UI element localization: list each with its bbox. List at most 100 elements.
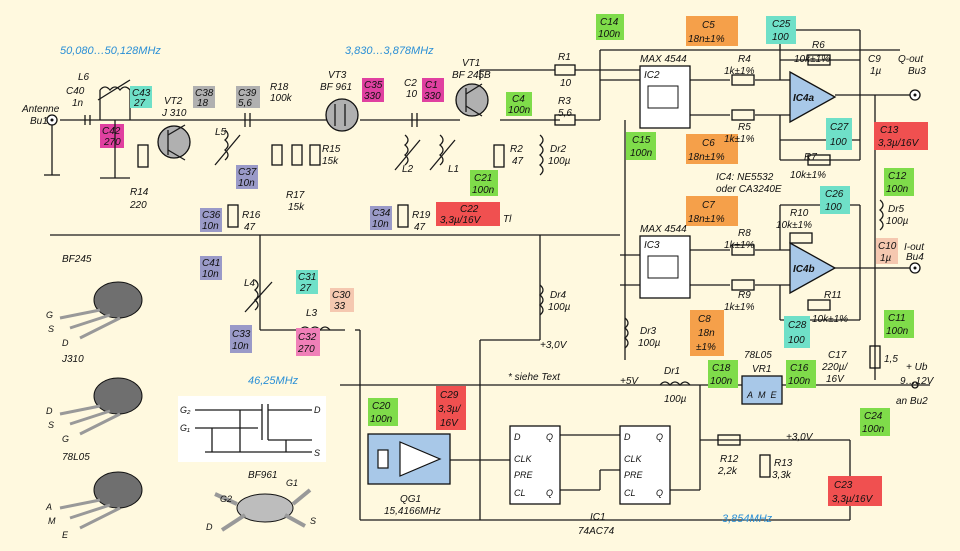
c2-value: 10 [406,89,418,100]
dr4-label: Dr4 [550,290,567,301]
vt1-type: BF 245B [452,70,491,81]
c17-v1: 220µ/ [821,362,848,373]
bu1-label: Bu1 [30,116,48,127]
opamp-ic4b [789,241,837,295]
ic4-note2: oder CA3240E [716,184,782,195]
inductor-l4 [244,279,273,313]
resistor-r14 [137,144,149,168]
c24-tag [860,408,890,436]
ic1-ff-a [509,425,561,505]
vt1-label: VT1 [462,58,480,69]
dr4-value: 100µ [548,302,571,313]
ic1-label: IC1 [590,512,606,523]
c42-tag [100,124,124,148]
c4-tag [506,92,532,116]
c37-label: C37 [238,167,257,178]
c10-value: 1µ [880,253,892,264]
opamp-ic4a [789,70,837,124]
l78-a: A [45,502,52,512]
ff-b-d: D [624,432,631,442]
c39-value: 5,6 [238,98,252,109]
ff-b-qbar: Q [656,488,663,498]
c23-value: 3,3µ/16V [832,494,874,505]
oscillator-buffer-symbol [399,441,442,477]
c30-value: 33 [334,301,346,312]
resistor-r16 [227,204,239,228]
inductor-dr3 [623,317,629,349]
r8-value: 1k±1% [724,240,755,251]
c21-tag [470,170,498,196]
c16-tag [786,360,816,388]
bf961-d: D [206,522,213,532]
transistor-vt1 [455,83,489,117]
pinout-j310 [59,377,143,436]
l1-label: L1 [448,164,459,175]
ic2-type: MAX 4544 [640,54,687,65]
inductor-l2 [394,134,421,171]
c1-tag [422,78,444,102]
c15-value: 100n [630,148,653,159]
l5-label: L5 [215,127,227,138]
c25-value: 100 [772,32,789,43]
output-jack-q [909,89,921,101]
ic1-type: 74AC74 [578,526,615,537]
dr1-label: Dr1 [664,366,680,377]
c32-tag [296,328,320,356]
c41-value: 10n [202,269,219,280]
c22-value: 3,3µ/16V [440,215,482,226]
ff-a-clk: CLK [514,454,533,464]
c29-tag [436,386,466,430]
r7-label: R7 [804,152,817,163]
freq-clk: 3,854MHz [722,513,773,525]
bf961-g1: G1 [286,478,298,488]
c22-tag [436,202,500,226]
c43-value: 27 [133,98,146,109]
c28-tag [784,316,810,348]
r5-value: 1k±1% [724,134,755,145]
c5-tag [686,16,738,46]
qg1-value: 15,4166MHz [384,506,441,517]
r15ohm-label: 1,5 [884,354,898,365]
c43-label: C43 [132,88,151,99]
resistor-r5 [731,109,755,121]
resistor-r19 [397,204,409,228]
c38-value: 18 [197,98,209,109]
ground-l6 [100,120,130,179]
c28-value: 100 [788,335,805,346]
pinout-78l05 [59,471,143,530]
c18-tag [708,360,738,388]
r14-value: 220 [129,200,147,211]
resistor-r18 [271,144,283,166]
c33-label: C33 [232,329,251,340]
bf961-label: BF961 [248,470,277,481]
c14-value: 100n [598,29,621,40]
qg1-label: QG1 [400,494,421,505]
bf961-g2: G2 [220,494,232,504]
resistor-r1 [554,64,576,76]
r1-value: 10 [560,78,572,89]
v3b-label: +3,0V [786,432,814,443]
resistor-r2 [493,144,505,168]
c20-value: 100n [370,414,393,425]
bf961-int-s: S [314,448,320,458]
dr3-label: Dr3 [640,326,657,337]
ff-b-clk: CLK [624,454,643,464]
v5-label: +5V [620,376,639,387]
c14-label: C14 [600,17,619,28]
bf961-int-g2: G₂ [180,405,191,415]
freq-antenna: 50,080…50,128MHz [60,45,161,57]
c31-label: C31 [298,272,316,283]
dr2-value: 100µ [548,156,571,167]
r2-value: 47 [512,156,524,167]
inductor-l6 [97,79,131,120]
c26-tag [820,186,850,214]
bf961-s: S [310,516,316,526]
c30-label: C30 [332,290,351,301]
capacitor-c2 [411,113,418,127]
vr1-type: 78L05 [744,350,772,361]
c12-tag [884,168,914,196]
r16-value: 47 [244,222,256,233]
c5-value: 18n±1% [688,34,725,45]
r1-label: R1 [558,52,571,63]
